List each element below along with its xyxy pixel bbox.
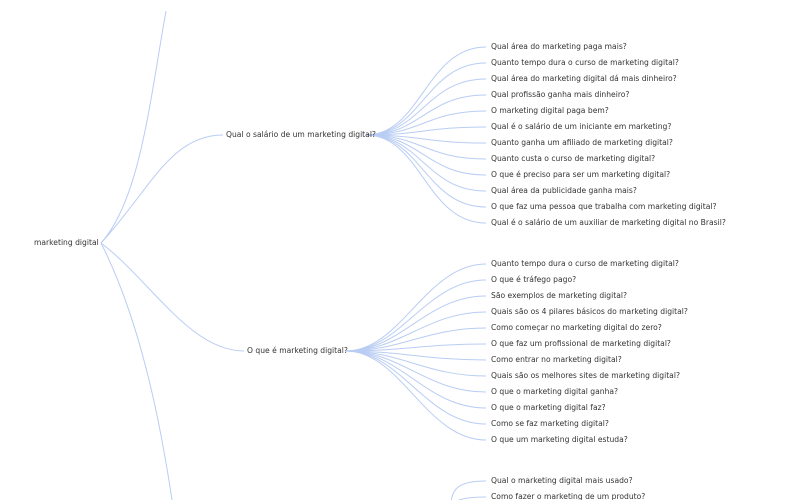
leaf-node[interactable]: Qual área do marketing paga mais? (491, 42, 627, 51)
leaf-node[interactable]: Qual o marketing digital mais usado? (491, 476, 633, 485)
leaf-node[interactable]: O que faz um profissional de marketing d… (491, 339, 671, 348)
leaf-node[interactable]: Quanto custa o curso de marketing digita… (491, 154, 656, 163)
leaf-edge (365, 94, 487, 136)
leaf-edge (345, 279, 487, 352)
leaf-node[interactable]: Qual área do marketing digital dá mais d… (491, 74, 677, 83)
leaf-edge (365, 62, 487, 136)
leaf-edge (365, 126, 487, 136)
leaf-node[interactable]: O que é preciso para ser um marketing di… (491, 170, 671, 179)
leaf-node[interactable]: Qual é o salário de um iniciante em mark… (491, 122, 672, 131)
leaf-node[interactable]: São exemplos de marketing digital? (491, 291, 627, 300)
leaf-node[interactable]: Qual é o salário de um auxiliar de marke… (491, 218, 726, 227)
leaf-edge (365, 134, 487, 208)
leaf-node[interactable]: O que faz uma pessoa que trabalha com ma… (491, 202, 717, 211)
leaf-edge (345, 295, 487, 352)
leaf-edge (345, 350, 487, 425)
leaf-node[interactable]: Qual profissão ganha mais dinheiro? (491, 90, 630, 99)
edges-branch-3 (450, 480, 487, 500)
leaf-node[interactable]: Quais são os 4 pilares básicos do market… (491, 307, 688, 316)
leaf-edge (345, 343, 487, 352)
leaf-edge (365, 134, 487, 192)
leaf-edge (365, 134, 487, 176)
leaf-edge (345, 311, 487, 352)
leaf-edge (345, 327, 487, 352)
leaf-edge (365, 134, 487, 224)
leaf-node[interactable]: O marketing digital paga bem? (491, 106, 609, 115)
leaf-node[interactable]: Qual área da publicidade ganha mais? (491, 186, 637, 195)
branch-node-o-que-e[interactable]: O que é marketing digital? (247, 346, 348, 355)
root-node[interactable]: marketing digital (34, 238, 99, 247)
leaf-edge (365, 134, 487, 144)
leaf-node[interactable]: Como fazer o marketing de um produto? (491, 492, 646, 500)
leaf-node[interactable]: Como começar no marketing digital do zer… (491, 323, 662, 332)
leaf-edge (345, 350, 487, 441)
leaf-edge (345, 350, 487, 377)
leaf-node[interactable]: O que um marketing digital estuda? (491, 435, 628, 444)
leaf-node[interactable]: Quanto tempo dura o curso de marketing d… (491, 259, 679, 268)
leaf-edge (365, 46, 487, 136)
leaf-edge (365, 110, 487, 136)
leaf-node[interactable]: Como entrar no marketing digital? (491, 355, 622, 364)
edge-root-branch-2 (100, 242, 245, 352)
leaf-edge (345, 350, 487, 361)
edges-branch-1 (365, 46, 487, 224)
edge-root-top (100, 10, 167, 244)
leaf-node[interactable]: Quanto ganha um afiliado de marketing di… (491, 138, 673, 147)
edge-root-branch-1 (100, 134, 224, 244)
leaf-node[interactable]: Quais são os melhores sites de marketing… (491, 371, 680, 380)
leaf-edge (458, 496, 487, 500)
branch-node-salario[interactable]: Qual o salário de um marketing digital? (226, 130, 376, 139)
leaf-node[interactable]: Como se faz marketing digital? (491, 419, 609, 428)
leaf-node[interactable]: Quanto tempo dura o curso de marketing d… (491, 58, 679, 67)
leaf-edge (365, 78, 487, 136)
leaf-edge (450, 480, 487, 500)
leaf-node[interactable]: O que o marketing digital ganha? (491, 387, 619, 396)
leaf-edge (345, 263, 487, 352)
leaf-node[interactable]: O que é tráfego pago? (491, 275, 577, 284)
leaf-node[interactable]: O que o marketing digital faz? (491, 403, 606, 412)
edges-branch-2 (345, 263, 487, 441)
leaf-edge (345, 350, 487, 393)
edge-root-branch-3 (100, 242, 173, 500)
